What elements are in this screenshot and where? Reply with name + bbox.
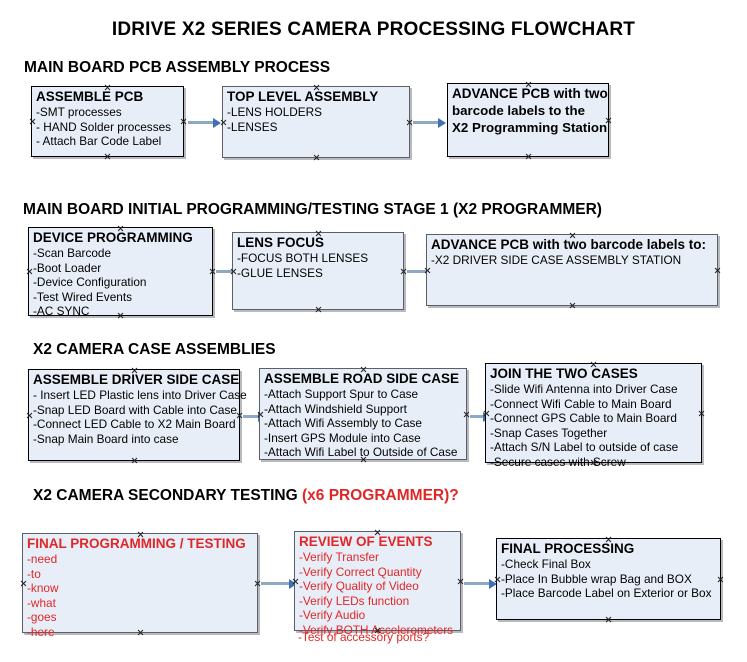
box-line: -Verify Transfer [299,550,379,564]
box-final-programming-testing[interactable]: FINAL PROGRAMMING / TESTING -need -to -k… [20,533,258,639]
box-line: -here [27,624,55,639]
box-title: REVIEW OF EVENTS [299,534,433,549]
box-review-of-events[interactable]: REVIEW OF EVENTS -Verify Transfer -Verif… [294,531,461,637]
box-title: ASSEMBLE ROAD SIDE CASE [264,371,460,386]
box-line: X2 Programming Station [452,120,608,135]
box-line: -LENS HOLDERS [227,105,323,119]
box-line: -Connect GPS Cable to Main Board [490,411,677,426]
box-title: ASSEMBLE DRIVER SIDE CASE [33,372,240,387]
arrow-road-side-to-join-cases [470,411,491,422]
box-line: -X2 DRIVER SIDE CASE ASSEMBLY STATION [431,253,682,267]
arrow-lens-focus-to-advance-pcb [407,266,434,277]
box-assemble-road-side-case[interactable]: ASSEMBLE ROAD SIDE CASE -Attach Support … [259,368,467,460]
box-final-processing[interactable]: FINAL PROCESSING -Check Final Box -Place… [496,538,721,620]
box-line: -Snap Cases Together [490,425,608,440]
box-line: -Boot Loader [33,260,102,275]
box-line: -Snap Main Board into case [33,431,179,446]
box-line: -Attach Wifi Label to Outside of Case [264,445,458,460]
box-line: -Test Wired Events [33,289,132,304]
box-line: -Insert GPS Module into Case [264,430,421,445]
box-line: - Insert LED Plastic lens into Driver Ca… [33,388,247,402]
box-line: -GLUE LENSES [237,265,323,280]
section-header-text: X2 CAMERA SECONDARY TESTING [33,487,302,504]
section-header-main-board-initial-programming: MAIN BOARD INITIAL PROGRAMMING/TESTING S… [23,201,602,219]
box-line: -know [27,581,59,596]
box-line: -Connect LED Cable to X2 Main Board [33,417,236,432]
connection-handle-bottom[interactable] [315,306,322,313]
box-line: -Place Barcode Label on Exterior or Box [501,586,712,601]
box-line: -Device Configuration [33,275,147,290]
box-line: -AC SYNC [33,304,90,319]
connection-handle-left[interactable] [26,412,33,419]
box-line: -goes [27,610,57,625]
box-line: -what [27,595,56,610]
connection-handle-left[interactable] [20,580,27,587]
box-line: -Attach S/N Label to outside of case [490,440,679,455]
arrow-final-programming-to-review-of-events [261,578,297,589]
arrow-top-level-assembly-to-advance-pcb [413,117,446,128]
box-advance-pcb-driver-side-case[interactable]: ADVANCE PCB with two barcode labels to: … [426,234,718,306]
section-header-x2-camera-case-assemblies: X2 CAMERA CASE ASSEMBLIES [33,341,276,359]
box-top-level-assembly[interactable]: TOP LEVEL ASSEMBLY -LENS HOLDERS -LENSES [222,86,410,158]
box-assemble-pcb[interactable]: ASSEMBLE PCB -SMT processes - HAND Solde… [31,86,184,157]
box-line: -Verify Quality of Video [299,579,419,594]
box-lens-focus[interactable]: LENS FOCUS -FOCUS BOTH LENSES -GLUE LENS… [232,232,404,310]
connection-handle-bottom[interactable] [569,302,576,309]
section-header-text: MAIN BOARD INITIAL PROGRAMMING/TESTING S… [23,201,602,218]
box-line: -Secure cases with Screw [490,454,626,469]
arrow-device-programming-to-lens-focus [216,266,240,277]
box-line: -Slide Wifi Antenna into Driver Case [490,382,678,396]
connection-handle-bottom[interactable] [313,154,320,161]
box-line: -to [27,566,41,581]
box-line: barcode labels to the [452,103,586,118]
box-title: FINAL PROGRAMMING / TESTING [27,536,246,551]
section-header-text: MAIN BOARD PCB ASSEMBLY PROCESS [24,59,331,76]
connection-handle-left[interactable] [29,118,36,125]
box-assemble-driver-side-case[interactable]: ASSEMBLE DRIVER SIDE CASE - Insert LED P… [26,369,247,464]
box-line: -Scan Barcode [33,246,112,260]
box-line: -Attach Wifi Assembly to Case [264,416,422,431]
box-line: -Snap LED Board with Cable into Case [33,402,237,417]
box-line: -Verify Correct Quantity [299,564,422,579]
box-advance-pcb-programming-station[interactable]: ADVANCE PCB with two barcode labels to t… [447,83,609,157]
box-title: ADVANCE PCB with two barcode labels to: [431,237,707,252]
box-line: -Verify BOTH Accelerometers [299,622,454,637]
arrow-assemble-pcb-to-top-level-assembly [188,117,221,128]
box-title: ASSEMBLE PCB [36,89,144,104]
box-line: -LENSES [227,119,278,134]
box-title: DEVICE PROGRAMMING [33,230,193,245]
connection-handle-left[interactable] [26,268,33,275]
box-line: -Verify LEDs function [299,593,410,608]
connection-handle-bottom[interactable] [131,457,138,464]
box-line: - Attach Bar Code Label [36,134,162,149]
box-line: -need [27,552,58,566]
section-header-accent: (x6 PROGRAMMER)? [302,487,459,504]
arrow-review-of-events-to-final-processing [464,578,497,589]
box-line: -SMT processes [36,105,122,119]
box-line: -FOCUS BOTH LENSES [237,251,369,265]
box-device-programming[interactable]: DEVICE PROGRAMMING -Scan Barcode -Boot L… [26,227,213,319]
box-line: -Attach Windshield Support [264,401,407,416]
section-header-x2-camera-secondary-testing: X2 CAMERA SECONDARY TESTING (x6 PROGRAMM… [33,487,459,505]
section-header-main-board-pcb-assembly: MAIN BOARD PCB ASSEMBLY PROCESS [24,59,330,77]
connection-handle-bottom[interactable] [104,153,111,160]
box-join-the-two-cases[interactable]: JOIN THE TWO CASES -Slide Wifi Antenna i… [485,363,702,469]
box-title: TOP LEVEL ASSEMBLY [227,89,379,104]
box-line: -Check Final Box [501,557,591,571]
box-title: JOIN THE TWO CASES [490,366,638,381]
box-line: -Attach Support Spur to Case [264,387,419,401]
section-header-text: X2 CAMERA CASE ASSEMBLIES [33,341,276,358]
box-line: -Verify Audio [299,608,366,623]
box-title: FINAL PROCESSING [501,541,635,556]
arrow-driver-side-to-road-side [243,411,266,422]
box-line: -Connect Wifi Cable to Main Board [490,396,672,411]
page-title: IDRIVE X2 SERIES CAMERA PROCESSING FLOWC… [111,19,636,40]
box-title: LENS FOCUS [237,235,325,250]
box-line: - HAND Solder processes [36,119,172,134]
connection-handle-bottom[interactable] [525,153,532,160]
box-line: -Place In Bubble wrap Bag and BOX [501,571,692,586]
box-line-overflow: -Test of accessory ports? [298,630,430,644]
connection-handle-bottom[interactable] [605,616,612,623]
box-title: ADVANCE PCB with two [452,86,608,101]
